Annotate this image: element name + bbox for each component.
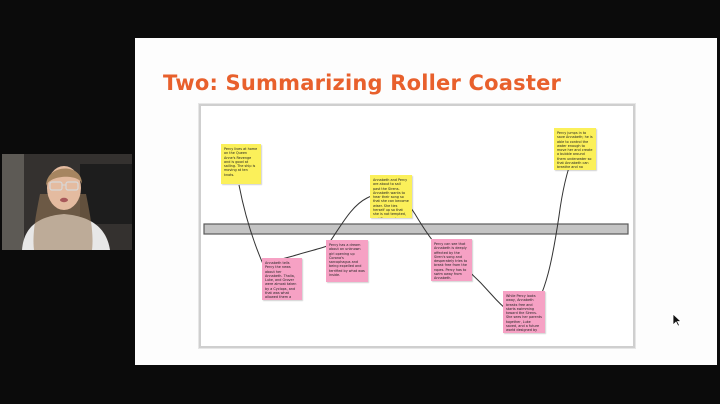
sticky-note-6[interactable]: While Percy looks away, Annabeth breaks … — [503, 291, 545, 333]
roller-coaster-drawing — [203, 155, 629, 318]
sticky-note-2[interactable]: Annabeth tells Percy the news about her … — [262, 258, 302, 300]
sticky-note-4[interactable]: Annabeth and Percy are about to sail pas… — [370, 175, 412, 218]
sticky-note-1[interactable]: Percy lives at home on the Queen Anne's … — [221, 144, 261, 184]
webcam-video — [2, 154, 132, 250]
slide-title: Two: Summarizing Roller Coaster — [163, 71, 562, 95]
timeline-bar — [203, 223, 629, 235]
mouse-pointer-icon — [672, 313, 682, 327]
sticky-note-3[interactable]: Percy has a dream about an unknown girl … — [326, 240, 368, 282]
webcam-person — [2, 154, 132, 250]
roller-coaster-board: Percy lives at home on the Queen Anne's … — [199, 104, 635, 348]
sticky-note-5[interactable]: Percy can see that Annabeth is deeply af… — [431, 239, 472, 281]
sticky-note-7[interactable]: Percy jumps in to save Annabeth; he is a… — [554, 128, 596, 170]
presentation-slide: Two: Summarizing Roller Coaster Percy li… — [135, 38, 717, 365]
roller-coaster-curve — [238, 155, 574, 318]
